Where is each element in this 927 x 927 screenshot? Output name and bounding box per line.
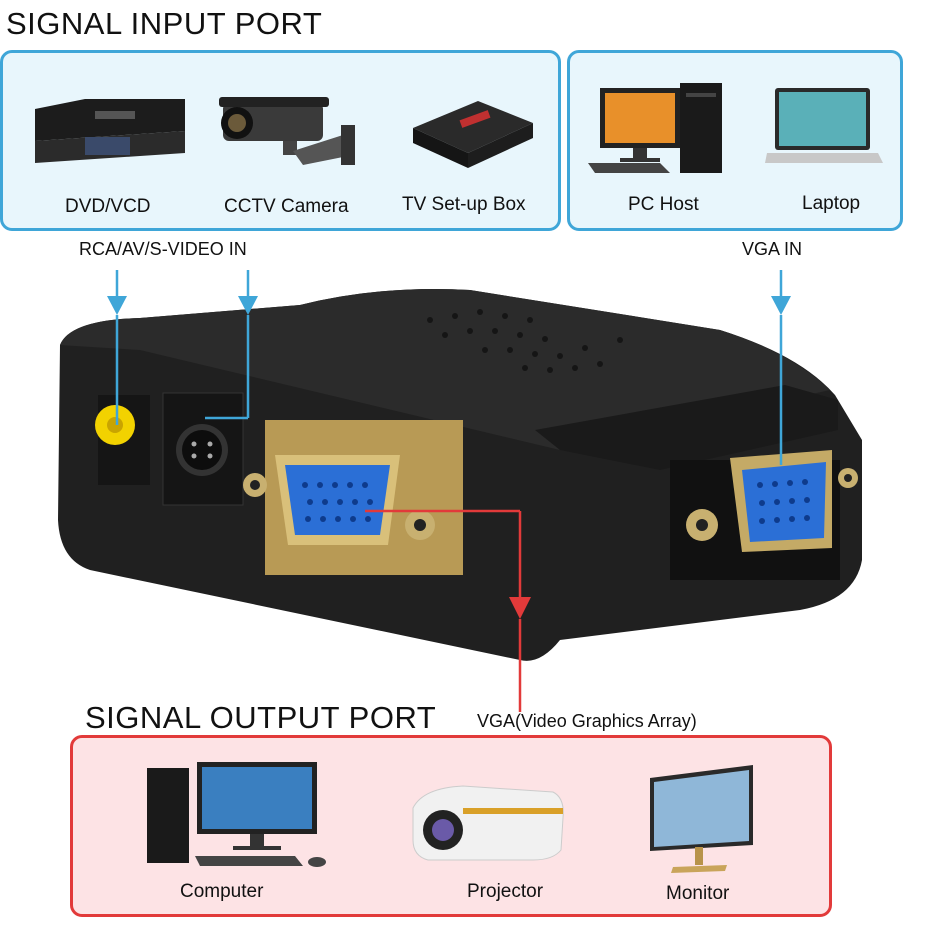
input-section-title: SIGNAL INPUT PORT bbox=[6, 6, 323, 41]
rca-av-svideo-in-label: RCA/AV/S-VIDEO IN bbox=[79, 239, 247, 259]
label-tv-setup-box: TV Set-up Box bbox=[402, 194, 526, 215]
input-arrows bbox=[107, 270, 791, 465]
label-cctv-camera: CCTV Camera bbox=[224, 196, 349, 217]
label-pc-host: PC Host bbox=[628, 194, 699, 215]
tv-box-image bbox=[413, 101, 533, 168]
label-computer: Computer bbox=[180, 881, 264, 902]
pc-host-image bbox=[588, 83, 722, 173]
monitor-image bbox=[650, 765, 753, 873]
label-laptop: Laptop bbox=[802, 193, 861, 214]
projector-image bbox=[412, 785, 564, 861]
vent-holes bbox=[427, 309, 623, 373]
vga-in-label: VGA IN bbox=[742, 239, 803, 259]
cctv-camera-image bbox=[219, 97, 355, 165]
output-devices-panel: Computer Projector Monitor bbox=[70, 735, 832, 917]
label-projector: Projector bbox=[467, 881, 544, 902]
input-devices-panel: DVD/VCD CCTV Camera TV Set-up Box bbox=[0, 50, 561, 231]
laptop-image bbox=[765, 88, 883, 163]
dvd-player-image bbox=[35, 99, 185, 163]
label-dvd-vcd: DVD/VCD bbox=[65, 196, 151, 217]
vga-output-label: VGA(Video Graphics Array) bbox=[477, 711, 697, 731]
label-monitor: Monitor bbox=[666, 883, 730, 904]
input-computers-panel: PC Host Laptop bbox=[567, 50, 903, 231]
computer-image bbox=[147, 762, 326, 867]
output-section-title: SIGNAL OUTPUT PORT bbox=[85, 700, 437, 735]
output-arrow bbox=[365, 509, 531, 712]
